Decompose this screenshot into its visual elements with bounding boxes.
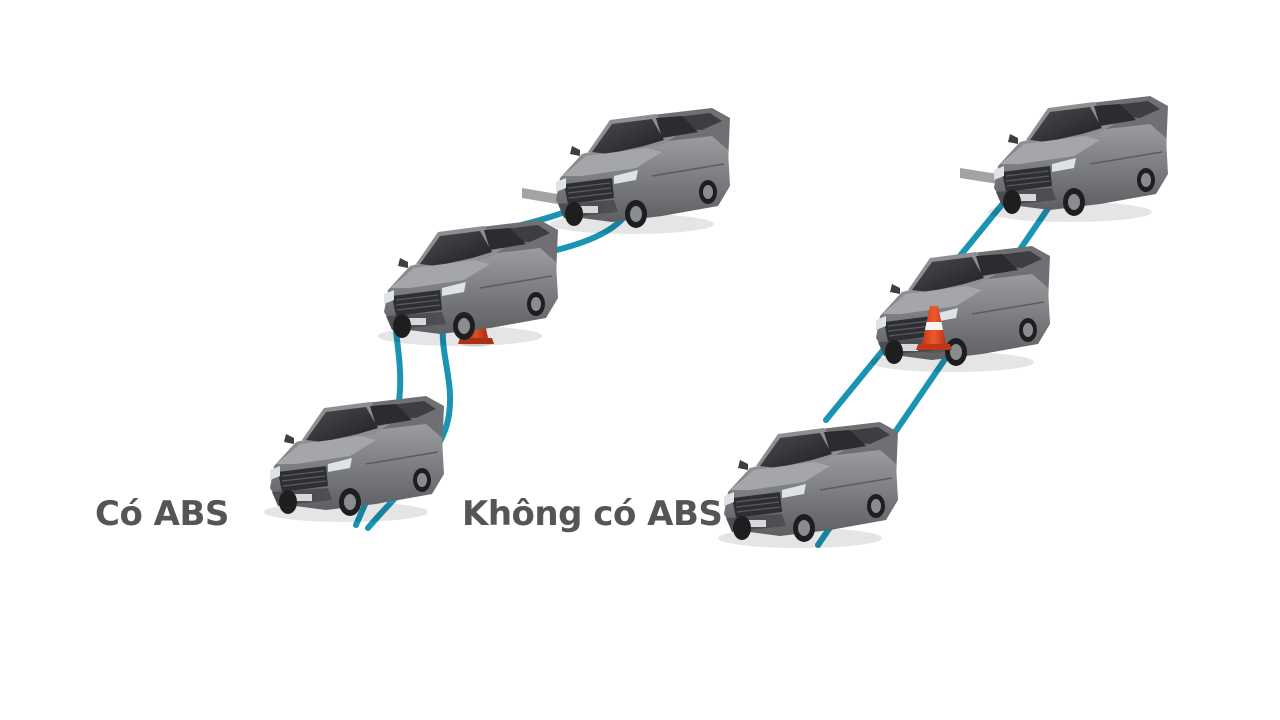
pickup-truck-icon xyxy=(263,395,445,523)
without-abs-scene xyxy=(717,95,1169,549)
pickup-truck-icon xyxy=(549,107,731,235)
pickup-truck-icon xyxy=(377,219,559,347)
with-abs-label: Có ABS xyxy=(95,494,229,534)
pickup-truck-icon xyxy=(717,421,899,549)
without-abs-label: Không có ABS xyxy=(462,494,723,534)
pickup-truck-icon xyxy=(987,95,1169,223)
pickup-truck-icon xyxy=(869,245,1051,373)
with-abs-scene xyxy=(263,107,731,531)
